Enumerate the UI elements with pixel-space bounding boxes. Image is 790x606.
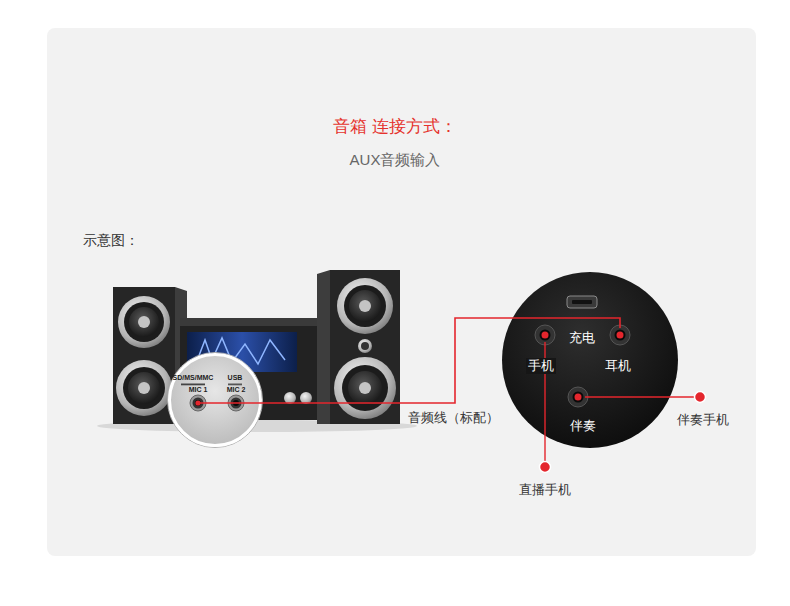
circle-shape	[344, 285, 386, 327]
jack-dot	[542, 332, 549, 339]
circle-shape	[138, 316, 150, 328]
usb-slot	[228, 384, 242, 386]
circle-shape	[129, 307, 159, 337]
usb-port-hole	[572, 300, 592, 304]
circle-shape	[124, 302, 164, 342]
zoom-panel-outline	[167, 352, 263, 448]
port-label: 伴奏	[570, 418, 596, 434]
leader-line	[585, 396, 700, 397]
jack-dot	[575, 394, 582, 401]
woofer	[116, 360, 172, 416]
circle-shape	[359, 300, 371, 312]
circle-shape	[118, 296, 170, 348]
circle-shape	[361, 342, 369, 350]
cable-segment	[502, 318, 620, 328]
zoom-rim	[168, 353, 263, 448]
circle-shape	[334, 357, 396, 419]
panel-label: MIC 2	[227, 386, 246, 394]
jack-hole	[195, 400, 201, 406]
port-label: 耳机	[605, 358, 631, 374]
audio-cable	[263, 318, 502, 403]
section-label: 示意图：	[83, 232, 139, 249]
zoom-panel: SD/MS/MMC USB MIC 1 MIC 2	[167, 352, 263, 448]
circle-shape	[128, 372, 160, 404]
subtitle: AUX音频输入	[350, 151, 441, 169]
plug-dot	[195, 400, 200, 405]
callout-label: 伴奏手机	[677, 412, 729, 428]
speaker-front	[113, 287, 175, 424]
zoom-lens	[170, 355, 261, 446]
port-label: 手机	[526, 358, 556, 374]
control-circle: 充电手机 耳机伴奏	[502, 272, 678, 448]
cable-segment	[198, 402, 263, 404]
jack-hole	[573, 392, 584, 403]
leader-dot	[695, 392, 706, 403]
device-body	[502, 272, 678, 448]
usb-port	[567, 296, 597, 308]
jack-hole	[540, 330, 551, 341]
circle-shape	[358, 339, 372, 353]
panel-label: MIC 1	[189, 386, 208, 394]
card-slot	[181, 384, 205, 386]
cable-label: 音频线（标配）	[408, 410, 499, 426]
page-title: 音箱 连接方式：	[333, 117, 457, 137]
panel-label: SD/MS/MMC	[173, 374, 214, 382]
callout-label: 直播手机	[519, 482, 571, 498]
port-label: 充电	[569, 330, 595, 346]
circle-shape	[116, 360, 172, 416]
panel-label: USB	[228, 374, 243, 382]
leader-dot	[540, 462, 551, 473]
circle-shape	[337, 278, 393, 334]
circle-shape	[342, 365, 388, 411]
circle-shape	[359, 382, 371, 394]
woofer	[118, 296, 170, 348]
circle-shape	[138, 382, 150, 394]
jack-dot	[617, 332, 624, 339]
unit-top	[180, 318, 320, 326]
speaker-side	[317, 270, 330, 424]
woofer	[337, 278, 393, 334]
speaker-front	[330, 270, 400, 424]
woofer	[334, 357, 396, 419]
tweeter	[358, 339, 372, 353]
jack-hole	[615, 330, 626, 341]
circle-shape	[349, 290, 381, 322]
circle-shape	[348, 371, 382, 405]
circle-shape	[123, 367, 165, 409]
